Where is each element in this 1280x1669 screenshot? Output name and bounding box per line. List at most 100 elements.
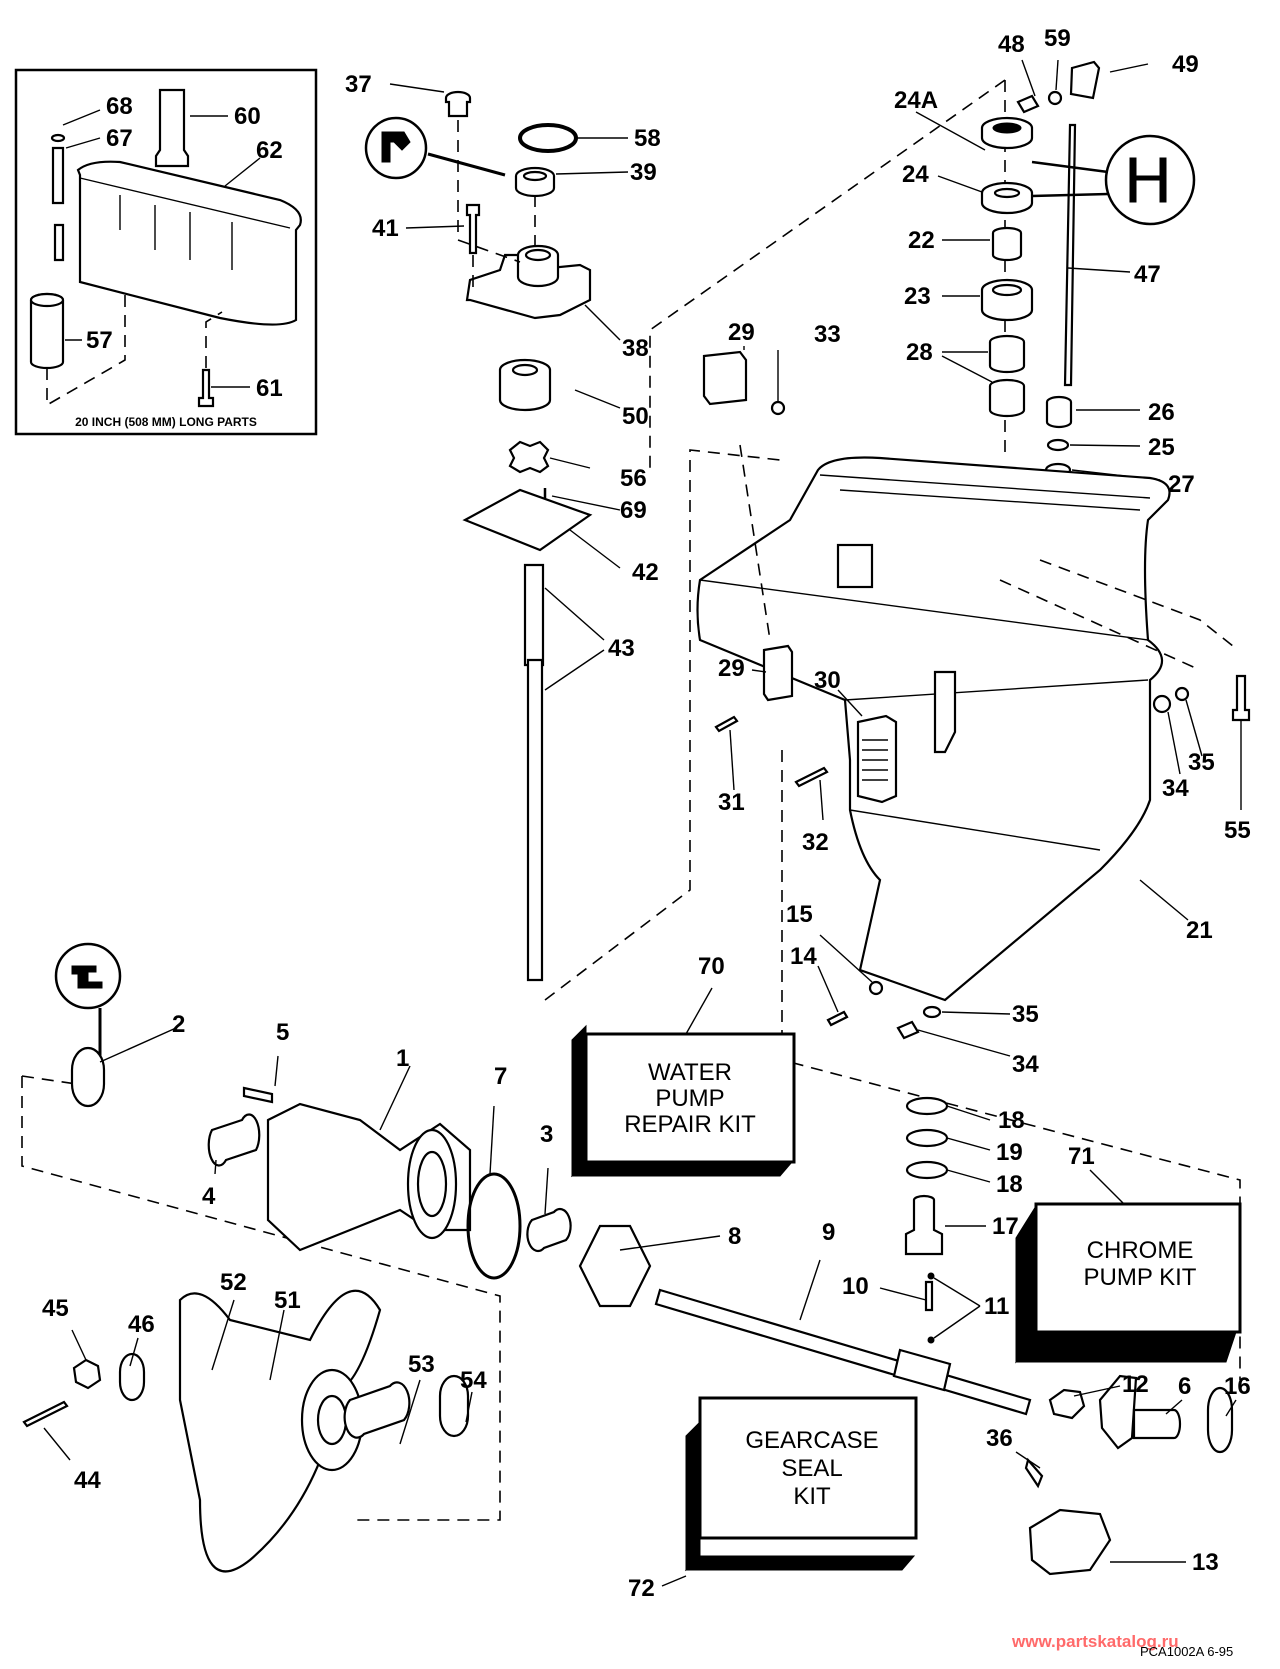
chrome-pump-kit-box <box>1034 1202 1242 1334</box>
part-32-screw <box>794 766 829 788</box>
callout-68: 68 <box>106 93 133 120</box>
part-31-screw <box>714 715 739 733</box>
kit-label-line: CHROME <box>1087 1237 1194 1264</box>
part-29-anode-lower <box>762 644 794 702</box>
callout-54: 54 <box>460 1367 487 1394</box>
kit-chrome-pump: 71 CHROME PUMP KIT <box>1015 1143 1242 1364</box>
part-9-propeller-shaft <box>654 1288 1032 1416</box>
part-60-sleeve <box>154 88 190 168</box>
part-59-washer <box>1047 90 1063 106</box>
part-38-pump-housing <box>465 253 592 320</box>
callout-8: 8 <box>728 1223 741 1250</box>
shift-rod-group: 48 59 49 24A 24 22 23 28 47 26 25 27 <box>649 25 1199 498</box>
part-49-connector <box>1069 60 1101 100</box>
callout-29-lower: 29 <box>718 655 745 682</box>
part-43-driveshaft-upper <box>523 563 545 667</box>
part-67-tube <box>51 146 65 205</box>
callout-60: 60 <box>234 103 261 130</box>
callout-50: 50 <box>622 403 649 430</box>
part-7-oring <box>466 1172 522 1280</box>
seal-profile-icon <box>381 131 411 163</box>
part-53-spacer <box>343 1381 411 1439</box>
part-29-anode-upper <box>702 350 748 406</box>
callout-62: 62 <box>256 137 283 164</box>
callout-48: 48 <box>998 31 1025 58</box>
callout-33: 33 <box>814 321 841 348</box>
part-16-bearing <box>1206 1386 1234 1454</box>
callout-15: 15 <box>786 901 813 928</box>
part-41-screw <box>465 203 481 255</box>
callout-46: 46 <box>128 1311 155 1338</box>
callout-21: 21 <box>1186 917 1213 944</box>
kit-water-pump: 70 WATER PUMP REPAIR KIT <box>570 953 796 1178</box>
part-48-bolt <box>1016 94 1040 114</box>
callout-70: 70 <box>698 953 725 980</box>
part-37-grommet <box>444 90 472 118</box>
callout-71: 71 <box>1068 1143 1095 1170</box>
callout-13: 13 <box>1192 1549 1219 1576</box>
kit-label-line: WATER <box>648 1059 732 1086</box>
callout-22: 22 <box>908 227 935 254</box>
part-54-thrust-washer <box>438 1374 470 1438</box>
part-2-seal <box>70 1046 106 1108</box>
part-26-bushing <box>1045 395 1073 429</box>
callout-58: 58 <box>634 125 661 152</box>
part-45-nut <box>72 1358 102 1390</box>
callout-7: 7 <box>494 1063 507 1090</box>
part-25-ring <box>1046 438 1070 452</box>
part-13-retainer <box>1028 1508 1112 1576</box>
part-22-bearing <box>991 226 1023 262</box>
callout-18-lower: 18 <box>996 1171 1023 1198</box>
prop-shaft-group: 2 5 1 7 4 3 8 9 18 19 18 17 10 11 12 6 1… <box>21 942 1251 1576</box>
callout-59: 59 <box>1044 25 1071 52</box>
callout-61: 61 <box>256 375 283 402</box>
callout-9: 9 <box>822 1219 835 1246</box>
callout-5: 5 <box>276 1019 289 1046</box>
kit-label-line: KIT <box>793 1483 831 1510</box>
callout-55: 55 <box>1224 817 1251 844</box>
part-55-screw <box>1231 674 1251 722</box>
callout-38: 38 <box>622 335 649 362</box>
part-36-clip <box>1024 1457 1044 1489</box>
callout-67: 67 <box>106 125 133 152</box>
callout-24A: 24A <box>894 87 938 114</box>
detail-circle-seal <box>364 116 428 180</box>
part-5-screw <box>242 1086 274 1104</box>
kit-gearcase-seal: 72 GEARCASE SEAL KIT <box>628 1396 918 1602</box>
callout-28: 28 <box>906 339 933 366</box>
kit-label-line: REPAIR KIT <box>624 1111 756 1138</box>
kit-label-line: PUMP <box>655 1085 724 1112</box>
part-19-thrust-bearing <box>905 1128 949 1148</box>
inset-long-parts: 68 67 60 62 57 61 20 INCH (508 MM) LONG … <box>14 68 318 436</box>
part-21-gearcase <box>696 456 1171 1002</box>
part-56-impeller <box>508 440 550 474</box>
callout-41: 41 <box>372 215 399 242</box>
part-11-ball <box>927 1272 935 1280</box>
callout-39: 39 <box>630 159 657 186</box>
callout-53: 53 <box>408 1351 435 1378</box>
watermark: www.partskatalog.ru <box>1012 1632 1179 1651</box>
callout-24: 24 <box>902 161 929 188</box>
seal-profile-icon <box>71 965 103 989</box>
part-58-oring <box>518 123 578 153</box>
part-17-pinion <box>904 1194 944 1256</box>
callout-26: 26 <box>1148 399 1175 426</box>
part-18-washer-upper <box>905 1096 949 1116</box>
anode-window <box>836 543 874 589</box>
callout-57: 57 <box>86 327 113 354</box>
callout-4: 4 <box>202 1183 216 1210</box>
part-34-plug-lower <box>896 1020 920 1040</box>
callout-69: 69 <box>620 497 647 524</box>
callout-31: 31 <box>718 789 745 816</box>
callout-29-upper: 29 <box>728 319 755 346</box>
part-61-screw <box>197 368 215 408</box>
callout-23: 23 <box>904 283 931 310</box>
part-35-washer <box>1174 686 1190 702</box>
part-34-plug <box>1152 694 1172 714</box>
callout-45: 45 <box>42 1295 69 1322</box>
callout-43: 43 <box>608 635 635 662</box>
callout-18-upper: 18 <box>998 1107 1025 1134</box>
part-6-reverse-gear <box>1098 1374 1138 1450</box>
callout-36: 36 <box>986 1425 1013 1452</box>
